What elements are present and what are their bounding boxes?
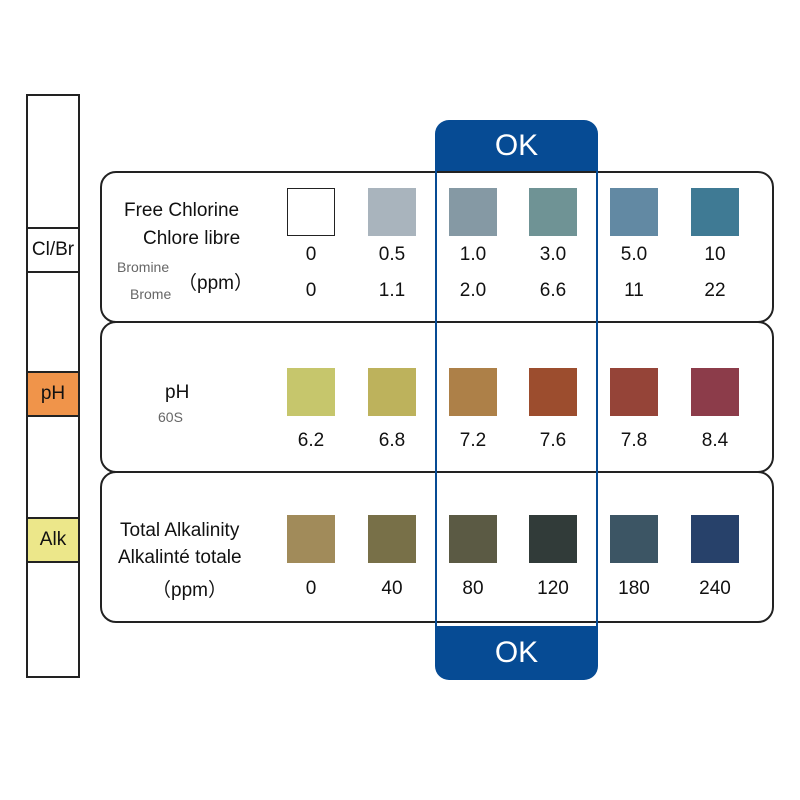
ph-value: 7.8	[620, 430, 648, 451]
chlorine-swatch	[610, 188, 658, 236]
ph-title: pH	[165, 382, 190, 403]
ok-band-bottom: OK	[435, 626, 598, 680]
chlorine-value: 3.0	[539, 244, 567, 265]
ph-swatch	[610, 368, 658, 416]
ph-subtitle: 60S	[158, 409, 183, 425]
ph-value: 6.2	[297, 430, 325, 451]
ok-label: OK	[494, 636, 539, 669]
alkalinity-value: 180	[618, 578, 650, 599]
ph-swatch	[529, 368, 577, 416]
strip-pad-label: Alk	[39, 529, 67, 550]
chlorine-unit: （ppm）	[178, 273, 253, 294]
alkalinity-swatch	[449, 515, 497, 563]
strip-pad-label: Cl/Br	[31, 239, 75, 260]
strip-pad-ph: pH	[26, 371, 80, 417]
chlorine-value: 0.5	[378, 244, 406, 265]
alkalinity-swatch	[368, 515, 416, 563]
alkalinity-value: 40	[381, 578, 403, 599]
ph-value: 8.4	[701, 430, 729, 451]
chlorine-value: 5.0	[620, 244, 648, 265]
chlorine-value: 10	[704, 244, 726, 265]
alkalinity-swatch	[287, 515, 335, 563]
ph-swatch	[287, 368, 335, 416]
ph-swatch	[368, 368, 416, 416]
ph-value: 7.2	[459, 430, 487, 451]
strip-pad-alkalinity: Alk	[26, 517, 80, 563]
bromine-label-fr: Brome	[130, 286, 172, 302]
ph-panel	[100, 321, 774, 473]
chlorine-value: 1.0	[459, 244, 487, 265]
ph-swatch	[691, 368, 739, 416]
alkalinity-title-en: Total Alkalinity	[120, 520, 240, 541]
chlorine-swatch	[529, 188, 577, 236]
chlorine-value: 0	[305, 244, 317, 265]
alkalinity-value: 0	[305, 578, 317, 599]
alkalinity-value: 120	[537, 578, 569, 599]
chlorine-title-en: Free Chlorine	[124, 200, 240, 221]
bromine-value: 6.6	[539, 280, 567, 301]
bromine-label-en: Bromine	[117, 259, 170, 275]
alkalinity-swatch	[610, 515, 658, 563]
test-strip: Cl/Br pH Alk	[26, 94, 80, 678]
alkalinity-value: 80	[462, 578, 484, 599]
ph-swatch	[449, 368, 497, 416]
ph-value: 7.6	[539, 430, 567, 451]
alkalinity-title-fr: Alkalinté totale	[118, 547, 242, 568]
strip-pad-label: pH	[40, 383, 66, 404]
ok-label: OK	[494, 129, 539, 162]
alkalinity-swatch	[529, 515, 577, 563]
chlorine-swatch	[691, 188, 739, 236]
chlorine-title-fr: Chlore libre	[143, 228, 241, 249]
alkalinity-unit: （ppm）	[152, 580, 227, 601]
alkalinity-value: 240	[699, 578, 731, 599]
alkalinity-panel	[100, 471, 774, 623]
chlorine-swatch	[287, 188, 335, 236]
ok-band-top: OK	[435, 120, 598, 172]
chlorine-swatch	[368, 188, 416, 236]
chlorine-swatch	[449, 188, 497, 236]
ph-value: 6.8	[378, 430, 406, 451]
bromine-value: 22	[704, 280, 726, 301]
bromine-value: 0	[305, 280, 317, 301]
alkalinity-swatch	[691, 515, 739, 563]
strip-pad-chlorine: Cl/Br	[26, 227, 80, 273]
bromine-value: 2.0	[459, 280, 487, 301]
bromine-value: 11	[624, 280, 644, 301]
bromine-value: 1.1	[378, 280, 406, 301]
